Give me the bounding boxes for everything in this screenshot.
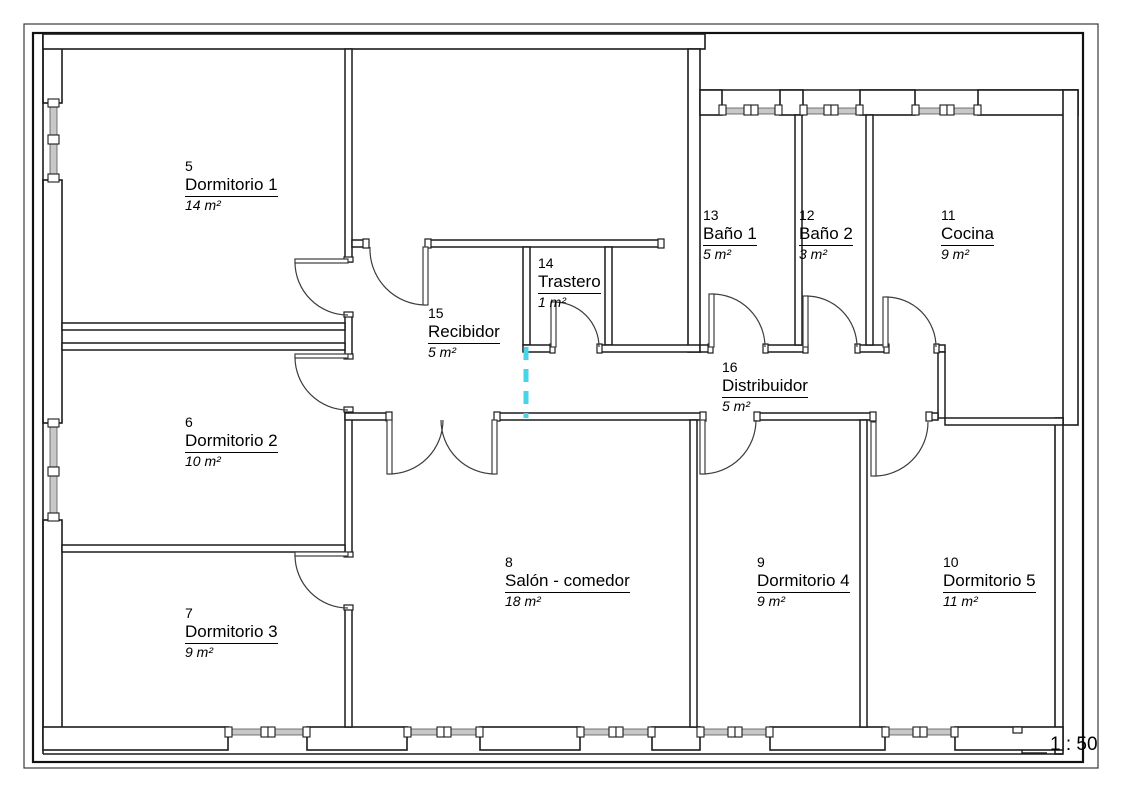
room-number: 9 (757, 554, 765, 570)
window (47, 98, 60, 183)
outer-frame (23, 23, 1099, 769)
room-number: 14 (538, 255, 554, 271)
window (799, 104, 864, 116)
room-name: Baño 2 (799, 224, 853, 246)
room-number: 11 (941, 207, 956, 223)
room-number: 16 (722, 359, 738, 375)
room-label-bano-2: 12 Baño 2 3 m² (799, 206, 853, 263)
room-name: Dormitorio 4 (757, 571, 850, 593)
room-label-cocina: 11 Cocina 9 m² (941, 206, 994, 263)
room-number: 10 (943, 554, 959, 570)
room-label-dormitorio-3: 7 Dormitorio 3 9 m² (185, 604, 278, 661)
doors (294, 246, 937, 609)
room-name: Salón - comedor (505, 571, 630, 593)
room-name: Dormitorio 2 (185, 431, 278, 453)
inner-frame (31, 31, 1085, 764)
exterior-walls (42, 33, 1079, 755)
room-number: 8 (505, 554, 513, 570)
window (911, 104, 982, 116)
door-dormitorio-5 (870, 421, 929, 477)
door-top-centre-room (369, 246, 429, 306)
door-dormitorio-1 (294, 258, 349, 316)
door-bano-1 (708, 293, 766, 348)
window (718, 104, 783, 116)
room-label-dormitorio-2: 6 Dormitorio 2 10 m² (185, 413, 278, 470)
windows (47, 98, 982, 738)
room-label-distribuidor: 16 Distribuidor 5 m² (722, 358, 808, 415)
room-number: 13 (703, 207, 719, 223)
room-area: 10 m² (185, 453, 221, 469)
room-area: 1 m² (538, 294, 566, 310)
room-area: 3 m² (799, 246, 827, 262)
room-name: Dormitorio 1 (185, 175, 278, 197)
room-label-trastero: 14 Trastero 1 m² (538, 254, 601, 311)
scale-label: 1 : 50 (1050, 734, 1098, 755)
room-label-dormitorio-4: 9 Dormitorio 4 9 m² (757, 553, 850, 610)
room-name: Recibidor (428, 322, 500, 344)
room-area: 14 m² (185, 197, 221, 213)
window (576, 726, 656, 738)
room-name: Trastero (538, 272, 601, 294)
room-label-recibidor: 15 Recibidor 5 m² (428, 304, 500, 361)
door-dormitorio-4 (699, 419, 757, 475)
door-bano-2 (802, 295, 858, 348)
room-number: 15 (428, 305, 444, 321)
room-name: Dormitorio 3 (185, 622, 278, 644)
window (881, 726, 959, 738)
room-area: 9 m² (941, 246, 969, 262)
room-area: 9 m² (185, 644, 213, 660)
room-area: 5 m² (703, 246, 731, 262)
room-name: Distribuidor (722, 376, 808, 398)
room-label-dormitorio-5: 10 Dormitorio 5 11 m² (943, 553, 1036, 610)
room-area: 5 m² (722, 398, 750, 414)
room-name: Dormitorio 5 (943, 571, 1036, 593)
room-area: 11 m² (943, 593, 978, 609)
door-trastero (550, 301, 600, 348)
window (224, 726, 311, 738)
room-area: 5 m² (428, 344, 456, 360)
room-label-bano-1: 13 Baño 1 5 m² (703, 206, 757, 263)
door-jamb-caps (343, 238, 1023, 734)
window (47, 418, 60, 522)
door-dormitorio-3 (294, 551, 349, 609)
room-name: Baño 1 (703, 224, 757, 246)
room-number: 6 (185, 414, 193, 430)
door-dormitorio-2 (294, 353, 349, 411)
room-area: 9 m² (757, 593, 785, 609)
door-cocina (882, 296, 937, 348)
room-number: 5 (185, 158, 193, 174)
room-label-dormitorio-1: 5 Dormitorio 1 14 m² (185, 157, 278, 214)
room-area: 18 m² (505, 593, 541, 609)
room-name: Cocina (941, 224, 994, 246)
window (403, 726, 484, 738)
room-number: 12 (799, 207, 815, 223)
door-salon-double (386, 419, 498, 475)
room-label-salon-comedor: 8 Salón - comedor 18 m² (505, 553, 630, 610)
window (696, 726, 774, 738)
room-number: 7 (185, 605, 193, 621)
